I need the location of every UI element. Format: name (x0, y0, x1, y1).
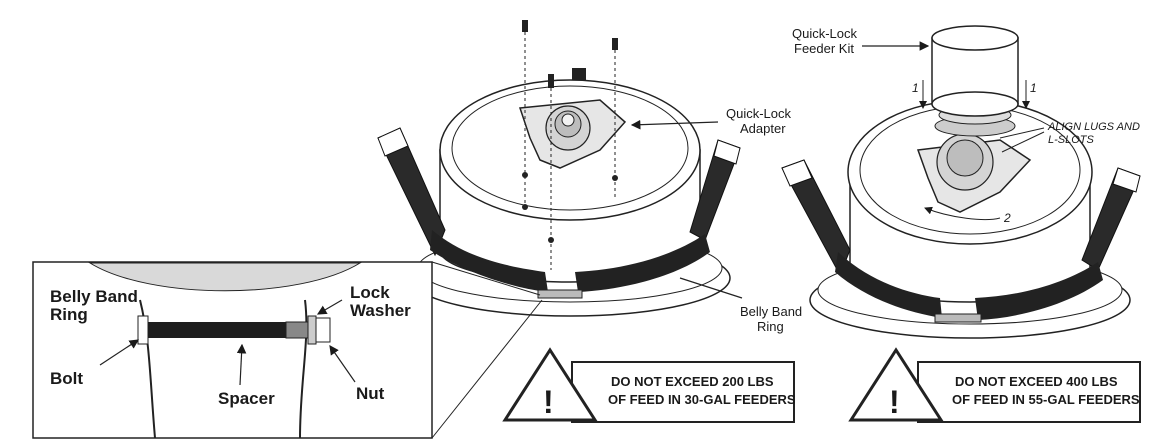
quick-lock-kit-label-1: Quick-Lock (792, 26, 858, 41)
warning-30gal-line2: OF FEED IN 30-GAL FEEDERS (608, 392, 796, 407)
detail-nut: Nut (356, 384, 385, 403)
detail-belly-band-1: Belly Band (50, 287, 138, 306)
detail-inset (32, 261, 543, 439)
step-2: 2 (1003, 211, 1011, 225)
align-note-1: ALIGN LUGS AND (1047, 121, 1140, 133)
detail-bolt: Bolt (50, 369, 83, 388)
warning-icon: ! (543, 384, 554, 420)
align-note-2: L-SLOTS (1048, 134, 1095, 146)
warning-30gal-line1: DO NOT EXCEED 200 LBS (611, 374, 774, 389)
detail-belly-band-2: Ring (50, 305, 88, 324)
step-1-right: 1 (1030, 81, 1037, 95)
warning-icon: ! (889, 384, 900, 420)
belly-band-ring-label-1: Belly Band (740, 304, 802, 319)
warning-55gal-line1: DO NOT EXCEED 400 LBS (955, 374, 1118, 389)
belly-band-ring-label-2: Ring (757, 319, 784, 334)
warning-30gal: ! DO NOT EXCEED 200 LBS OF FEED IN 30-GA… (502, 347, 796, 423)
bolt-icon (522, 20, 618, 88)
feeder-55gal (679, 25, 1141, 339)
feeder-30gal (377, 20, 741, 317)
quick-lock-adapter-label-1: Quick-Lock (726, 106, 792, 121)
detail-spacer: Spacer (218, 389, 275, 408)
quick-lock-feeder-kit (931, 25, 1019, 137)
quick-lock-adapter-label-2: Adapter (740, 121, 786, 136)
detail-lock-washer-2: Washer (350, 301, 411, 320)
warning-55gal: ! DO NOT EXCEED 400 LBS OF FEED IN 55-GA… (848, 347, 1141, 423)
detail-lock-washer-1: Lock (350, 283, 390, 302)
quick-lock-kit-label-2: Feeder Kit (794, 41, 854, 56)
step-1-left: 1 (912, 81, 919, 95)
warning-55gal-line2: OF FEED IN 55-GAL FEEDERS (952, 392, 1140, 407)
